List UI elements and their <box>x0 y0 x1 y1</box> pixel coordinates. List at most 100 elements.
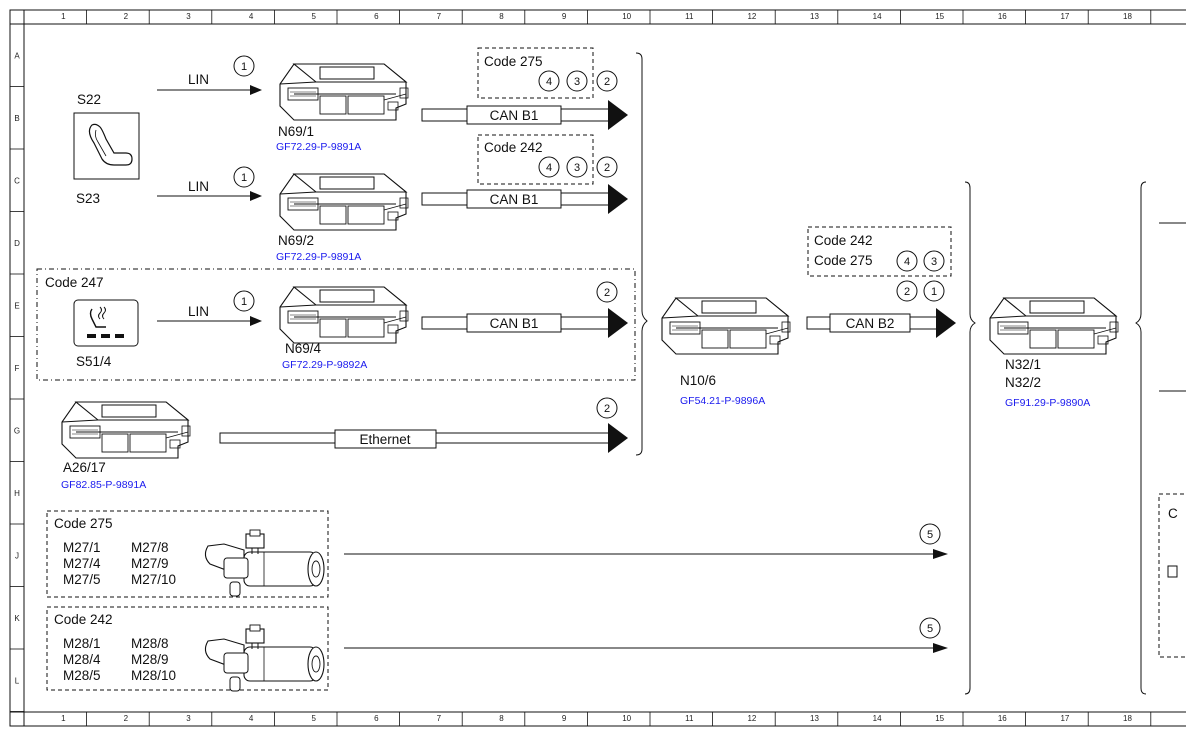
column-number: 4 <box>249 714 254 723</box>
column-number: 1 <box>61 714 66 723</box>
svg-text:4: 4 <box>904 256 910 268</box>
arrow-head <box>250 85 262 95</box>
ref-n69-2: GF72.29-P-9891A <box>276 251 361 263</box>
column-number: 11 <box>685 714 694 723</box>
column-number: 17 <box>1060 12 1069 21</box>
column-number: 12 <box>747 12 756 21</box>
column-number: 16 <box>998 714 1007 723</box>
ecu-a26-17 <box>61 401 191 459</box>
lin-label-1: LIN <box>188 72 209 87</box>
code-275-box-1: Code 275 <box>477 47 594 99</box>
row-letter: B <box>14 114 19 123</box>
column-number: 1 <box>61 12 66 21</box>
svg-text:C: C <box>1168 506 1178 521</box>
column-number: 7 <box>437 714 442 723</box>
ref-n69-1: GF72.29-P-9891A <box>276 141 361 153</box>
column-number: 6 <box>374 12 379 21</box>
column-number: 14 <box>873 12 882 21</box>
ref-a26-17: GF82.85-P-9891A <box>61 479 146 491</box>
svg-text:Ethernet: Ethernet <box>359 432 410 447</box>
brace-2 <box>964 181 976 695</box>
ref-n69-4: GF72.29-P-9892A <box>282 359 367 371</box>
column-number: 13 <box>810 12 819 21</box>
motor-275 <box>204 529 325 597</box>
label-n69-1: N69/1 <box>278 124 314 139</box>
brace-3 <box>1135 181 1147 695</box>
motor-label: M27/8 <box>131 540 169 555</box>
marker-1: 1 <box>233 55 255 77</box>
column-number: 12 <box>747 714 756 723</box>
partial-code-box: C <box>1158 493 1186 658</box>
motor-242 <box>204 624 325 692</box>
column-number: 10 <box>622 12 631 21</box>
svg-text:4: 4 <box>546 162 552 174</box>
can-b1-bus-2: CAN B1 <box>421 184 628 214</box>
label-s22: S22 <box>77 92 101 107</box>
arrow-head <box>933 643 948 653</box>
svg-text:2: 2 <box>604 403 610 415</box>
motor-label: M27/1 <box>63 540 101 555</box>
svg-text:Code 275: Code 275 <box>484 54 543 69</box>
ecu-n10-6 <box>661 297 791 355</box>
svg-text:CAN B1: CAN B1 <box>490 192 539 207</box>
svg-text:5: 5 <box>927 623 933 635</box>
column-number: 15 <box>935 12 944 21</box>
column-number: 14 <box>873 714 882 723</box>
svg-text:2: 2 <box>904 286 910 298</box>
column-number: 5 <box>311 714 316 723</box>
svg-text:3: 3 <box>574 162 580 174</box>
svg-text:Code 275: Code 275 <box>814 253 873 268</box>
markers-row1: 4 3 2 <box>538 70 618 92</box>
row-letter: D <box>14 239 20 248</box>
svg-text:1: 1 <box>241 172 247 184</box>
marker-2: 2 <box>596 397 618 419</box>
motor-label: M28/5 <box>63 668 101 683</box>
ethernet-bus: Ethernet <box>219 423 628 453</box>
arrow-head <box>933 549 948 559</box>
marker-1: 1 <box>233 166 255 188</box>
marker-5: 5 <box>919 523 941 545</box>
lin-label-2: LIN <box>188 179 209 194</box>
marker-5: 5 <box>919 617 941 639</box>
motor-label: M27/9 <box>131 556 169 571</box>
label-s51-4: S51/4 <box>76 354 112 369</box>
label-n10-6: N10/6 <box>680 373 716 388</box>
markers-row2: 4 3 2 <box>538 156 618 178</box>
column-number: 5 <box>311 12 316 21</box>
column-number: 17 <box>1060 714 1069 723</box>
label-n69-4: N69/4 <box>285 341 322 356</box>
motor-label: M28/8 <box>131 636 169 651</box>
svg-text:2: 2 <box>604 162 610 174</box>
svg-text:Code 275: Code 275 <box>54 516 113 531</box>
motor-label: M28/4 <box>63 652 101 667</box>
row-letter: J <box>15 551 19 560</box>
label-n32-2: N32/2 <box>1005 375 1041 390</box>
column-number: 8 <box>499 714 504 723</box>
column-number: 15 <box>935 714 944 723</box>
label-n69-2: N69/2 <box>278 233 314 248</box>
column-number: 4 <box>249 12 254 21</box>
column-number: 9 <box>562 714 567 723</box>
row-letter: A <box>14 51 20 60</box>
column-number: 2 <box>124 12 129 21</box>
motor-label: M27/10 <box>131 572 176 587</box>
svg-text:Code 242: Code 242 <box>814 233 873 248</box>
svg-text:CAN B2: CAN B2 <box>846 316 895 331</box>
column-number: 13 <box>810 714 819 723</box>
marker-1: 1 <box>233 290 255 312</box>
row-letter: C <box>14 176 20 185</box>
row-letter: H <box>14 489 20 498</box>
code-242-motors-box: Code 242 <box>46 606 329 691</box>
svg-text:5: 5 <box>927 529 933 541</box>
seat-heater-switch-symbol <box>73 299 139 347</box>
svg-text:CAN B1: CAN B1 <box>490 316 539 331</box>
motor-label: M28/9 <box>131 652 169 667</box>
ref-n10-6: GF54.21-P-9896A <box>680 395 765 407</box>
ecu-n32 <box>989 297 1119 355</box>
svg-text:Code 242: Code 242 <box>484 140 543 155</box>
row-letter: L <box>15 676 20 685</box>
svg-text:3: 3 <box>574 76 580 88</box>
